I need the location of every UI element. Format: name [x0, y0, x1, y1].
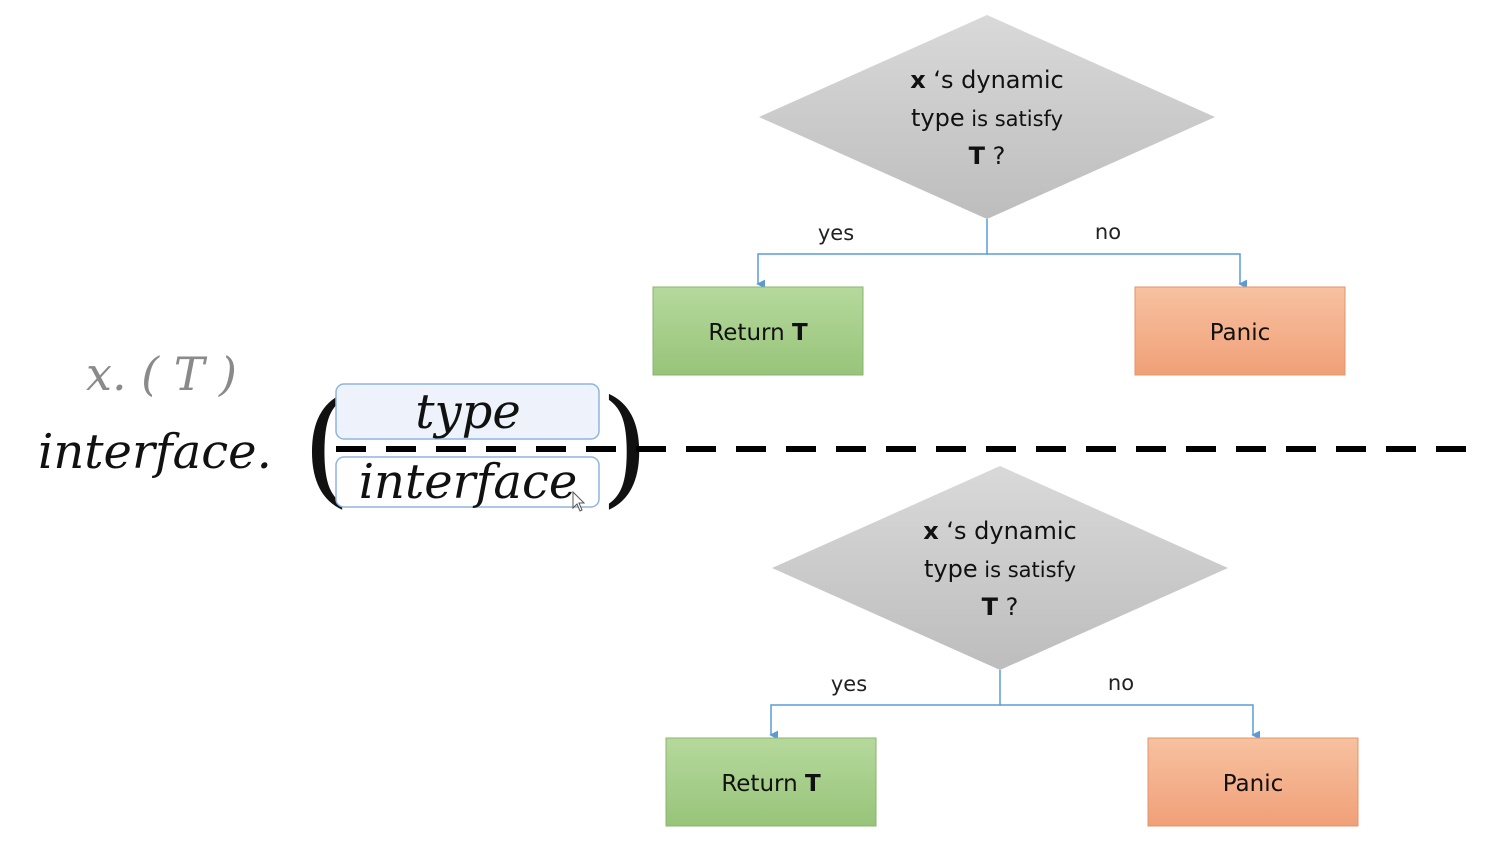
return-t-label: Return T	[721, 771, 821, 797]
decision-diamond	[759, 15, 1215, 219]
panic-label: Panic	[1210, 320, 1271, 346]
expression-panel: x. ( T ) interface. ( ) type interface	[38, 347, 649, 520]
decision-line-3: T ?	[969, 142, 1006, 170]
decision-line-3: T ?	[982, 593, 1019, 621]
fraction-top-box[interactable]	[335, 383, 600, 440]
decision-diamond	[772, 466, 1228, 670]
expression-main: interface.	[38, 424, 272, 480]
expression-gray: x. ( T )	[86, 347, 237, 401]
return-t-label: Return T	[708, 320, 808, 346]
no-connector	[987, 253, 1248, 289]
no-connector	[1000, 704, 1261, 740]
flowchart-bottom: x ‘s dynamic type is satisfy T ? yes no …	[665, 466, 1359, 827]
panic-label: Panic	[1223, 771, 1284, 797]
decision-line-1: x ‘s dynamic	[923, 517, 1076, 545]
panic-box	[1134, 286, 1346, 376]
panic-box	[1147, 737, 1359, 827]
return-t-box	[652, 286, 864, 376]
fraction-bottom-text: interface	[359, 454, 578, 510]
no-label: no	[1108, 671, 1134, 695]
yes-label: yes	[818, 221, 854, 245]
flowchart-top: x ‘s dynamic type is satisfy T ? yes no …	[652, 15, 1346, 376]
no-label: no	[1095, 220, 1121, 244]
return-t-box	[665, 737, 877, 827]
decision-line-2: type is satisfy	[924, 555, 1076, 583]
fraction-top-text: type	[415, 384, 521, 440]
yes-label: yes	[831, 672, 867, 696]
mouse-cursor-icon	[572, 490, 586, 512]
decision-line-1: x ‘s dynamic	[910, 66, 1063, 94]
fraction-bottom-box[interactable]	[335, 456, 600, 508]
decision-line-2: type is satisfy	[911, 104, 1063, 132]
yes-connector	[769, 670, 1001, 740]
yes-connector	[756, 219, 988, 289]
